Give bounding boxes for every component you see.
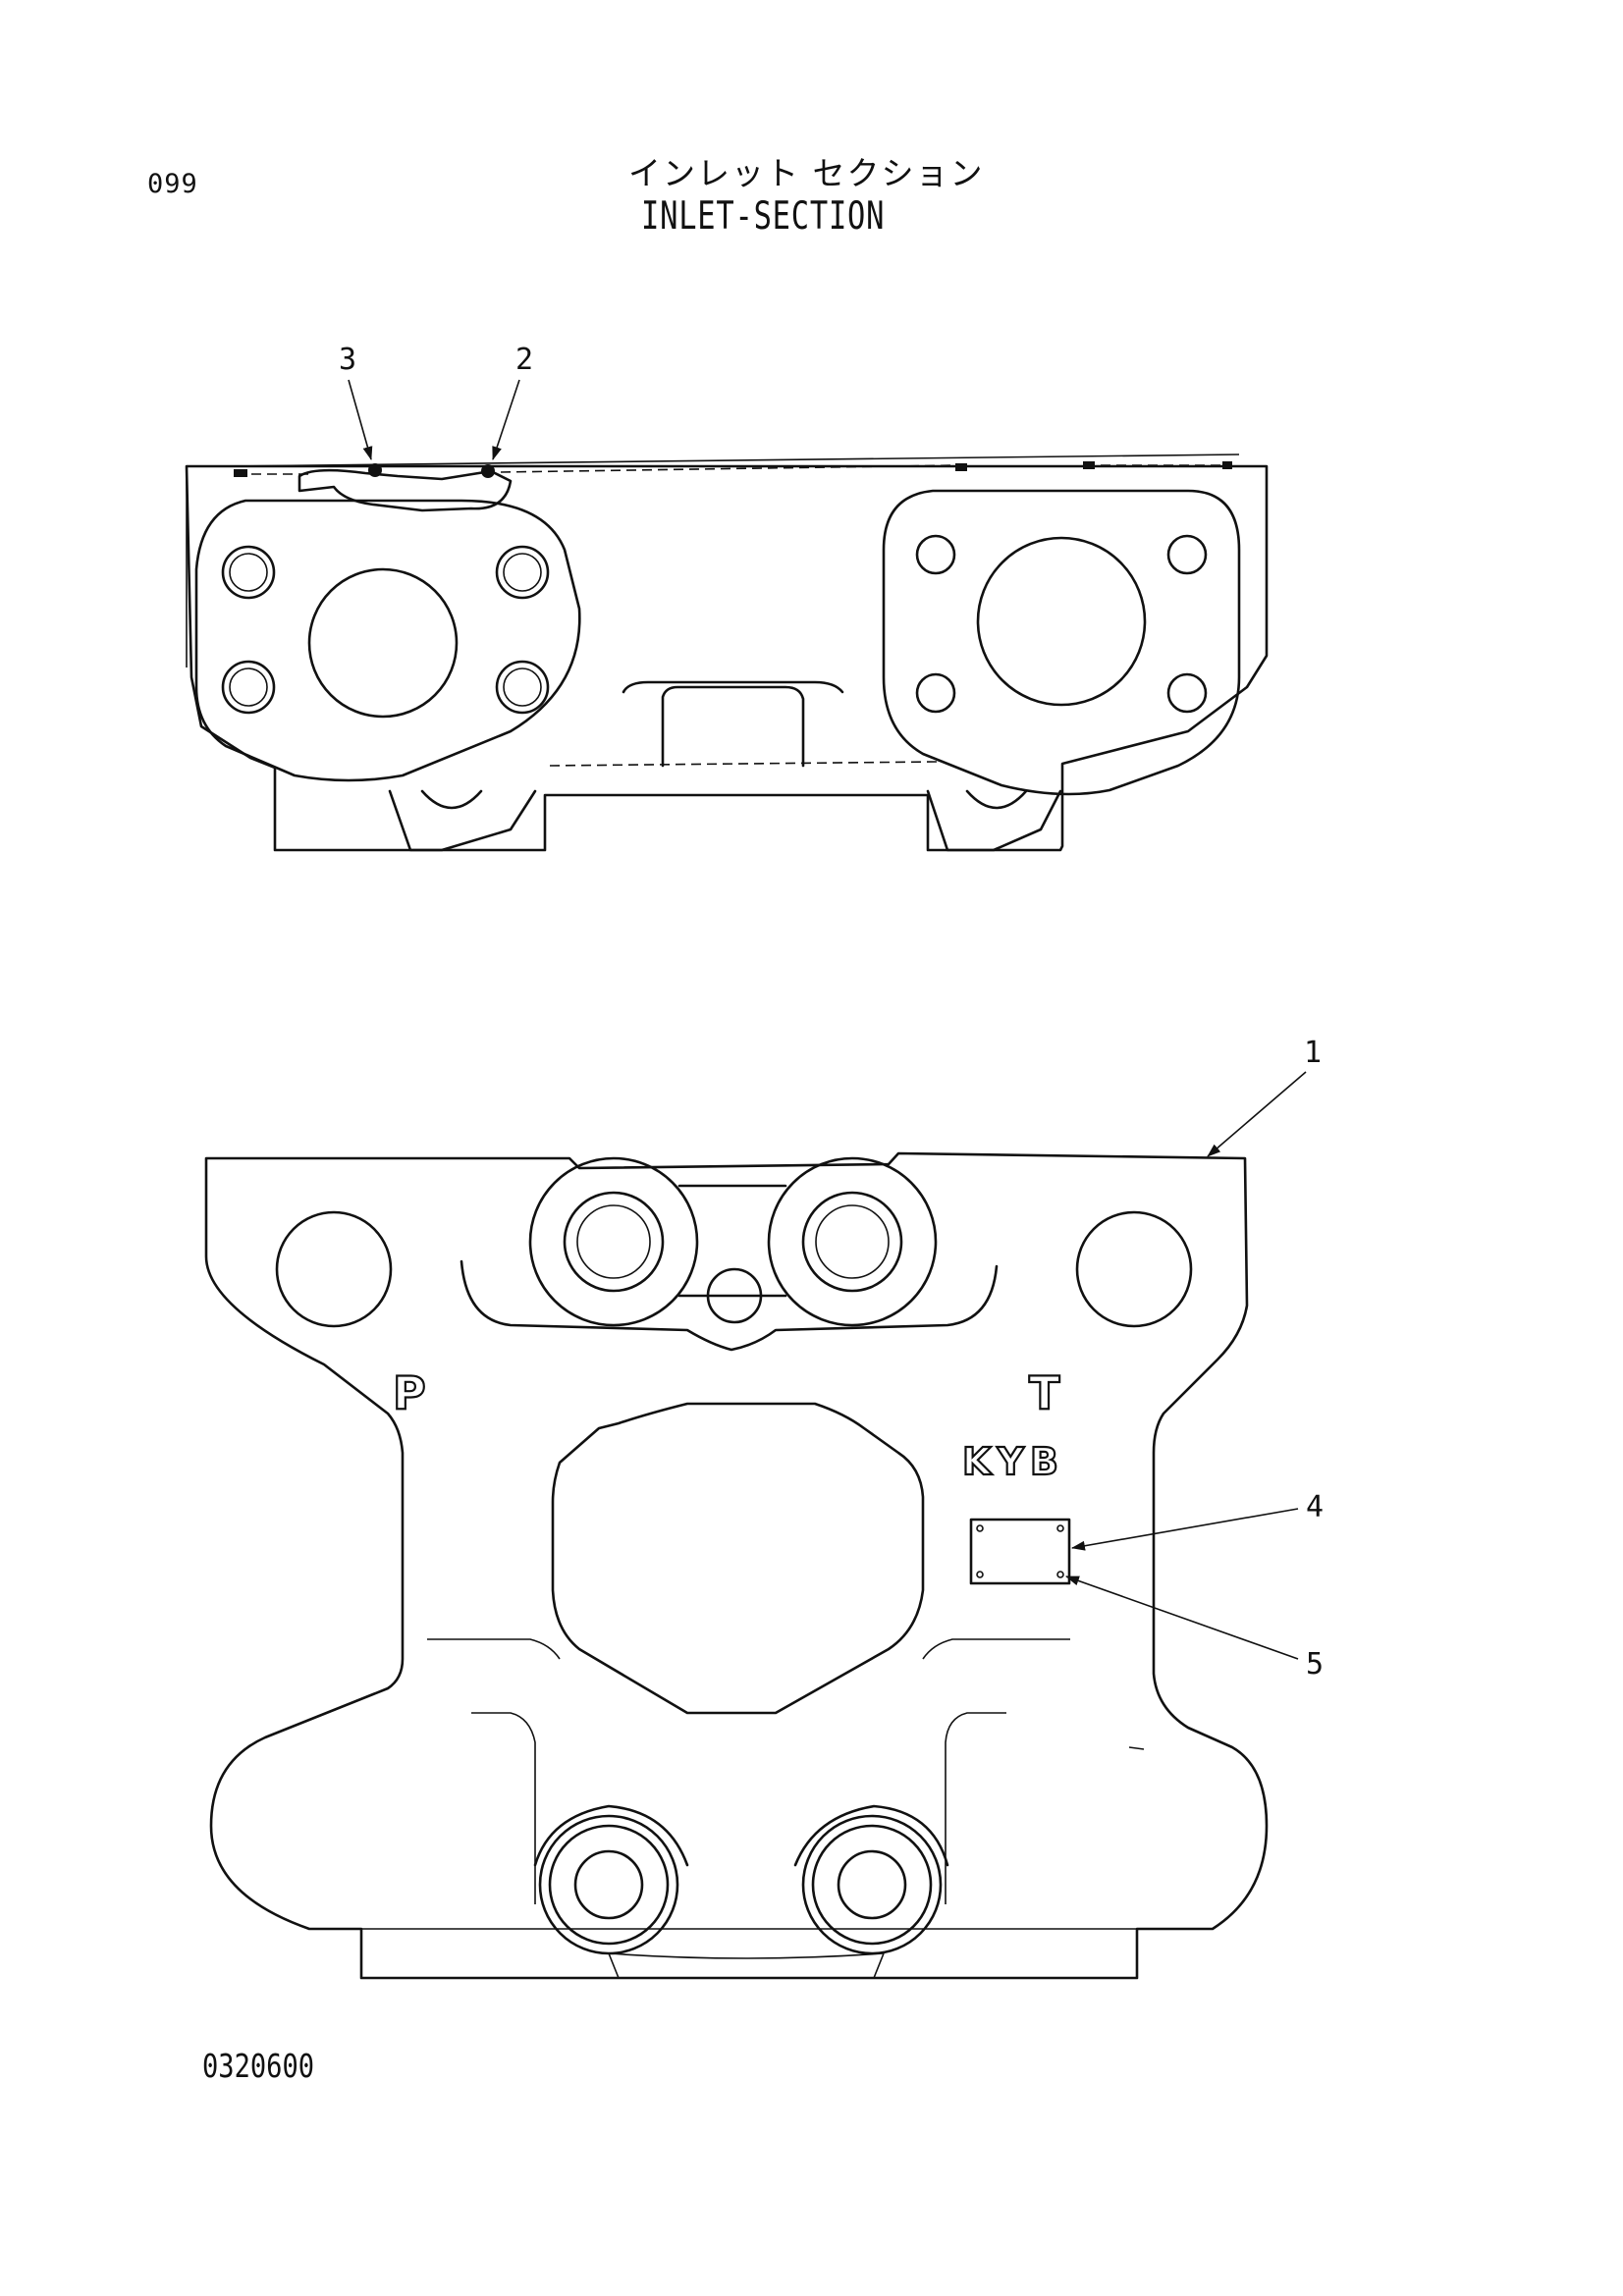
contour-left-foot (1128, 1746, 1145, 1750)
boss-ring-right-core (815, 1204, 890, 1279)
right-port-bore (976, 536, 1147, 707)
side-port-right (1075, 1210, 1193, 1328)
bolt-hole-icon (221, 545, 276, 600)
nameplate-rivet (976, 1524, 984, 1532)
callout-1-leader (1207, 1071, 1307, 1157)
bottom-boss-right-mid (811, 1824, 933, 1946)
nameplate-rivet (976, 1571, 984, 1578)
side-view-top-edge (233, 454, 1240, 467)
boss-ring-left-core (576, 1204, 651, 1279)
bottom-notch-left (420, 789, 483, 810)
boss-ring-left-outer (528, 1156, 699, 1327)
bottom-boss-right-outer (801, 1814, 943, 1955)
bottom-notch-right (965, 789, 1028, 810)
plan-view: P T KYB (204, 1151, 1269, 1980)
cutaway-notch (298, 468, 513, 512)
bottom-plate-divider-left (608, 1952, 620, 1979)
top-boss-frame (460, 1259, 999, 1352)
boss-ring-left-inner (563, 1191, 665, 1293)
bolt-hole-icon (1166, 672, 1208, 714)
bottom-foot-right (926, 789, 1062, 852)
bolt-hole-icon (915, 672, 956, 714)
plan-view-body-outline (204, 1151, 1269, 1980)
side-view (185, 454, 1269, 852)
callout-4-leader (1071, 1508, 1299, 1551)
o-ring-marker-2 (481, 464, 495, 478)
center-pilot-hole (706, 1267, 763, 1324)
bottom-boss-left-mid (548, 1824, 670, 1946)
seal-block-right-b (1222, 461, 1232, 469)
center-recess (551, 1402, 925, 1715)
pressure-port-mark: P (393, 1366, 426, 1419)
bottom-plate-divider-right (873, 1952, 885, 1979)
callouts: 3 2 1 4 5 (339, 343, 1324, 1682)
bottom-plate-curve (608, 1952, 885, 1959)
maker-logo: KYB (962, 1440, 1064, 1483)
bottom-boss-right-rim (793, 1804, 949, 1867)
left-port-bore (307, 567, 459, 719)
side-view-body-outline (185, 464, 1269, 852)
bolt-hole-icon (495, 660, 550, 715)
bolt-hole-icon (221, 660, 276, 715)
bolt-hole-icon (229, 553, 268, 592)
contour-left-lower (471, 1712, 536, 1904)
hidden-line-top-mid (500, 464, 958, 473)
contour-right-upper (922, 1638, 1070, 1660)
callout-5-leader (1065, 1575, 1299, 1660)
callout-1: 1 (1304, 1036, 1322, 1070)
callout-3-leader (348, 379, 373, 460)
seal-block-right-a (1083, 461, 1095, 469)
nameplate-rivet (1056, 1524, 1064, 1532)
side-port-left (275, 1210, 393, 1328)
bottom-boss-left-outer (538, 1814, 679, 1955)
boss-ring-right-inner (801, 1191, 903, 1293)
callout-5: 5 (1306, 1647, 1324, 1682)
page-number: 099 (147, 169, 198, 199)
tank-port-mark: T (1029, 1366, 1060, 1419)
bolt-hole-icon (503, 553, 542, 592)
page-title-japanese: インレット セクション (628, 154, 985, 192)
bottom-foot-left (388, 789, 537, 852)
bolt-hole-icon (495, 545, 550, 600)
hidden-line-bottom (549, 761, 939, 767)
drawing-code: 0320600 (202, 2047, 315, 2085)
left-flange-bolt-holes (221, 545, 550, 715)
right-flange-outline (882, 489, 1241, 796)
bolt-hole-icon (229, 667, 268, 707)
bottom-boss-left-rim (533, 1804, 689, 1867)
bottom-boss-right-inner (837, 1849, 907, 1920)
callout-2: 2 (515, 343, 533, 377)
center-boss (622, 680, 844, 768)
bolt-hole-icon (915, 534, 956, 575)
o-ring-marker-3 (368, 463, 382, 477)
boss-bridge (677, 1184, 787, 1298)
bottom-boss-left-inner (573, 1849, 644, 1920)
page-title: INLET-SECTION (641, 194, 886, 239)
boss-ring-right-outer (767, 1156, 938, 1327)
callout-2-leader (492, 379, 520, 460)
contour-left-upper (427, 1638, 561, 1660)
bolt-hole-icon (1166, 534, 1208, 575)
seal-block-mid (955, 463, 967, 471)
contour-right-lower (945, 1712, 1006, 1904)
bolt-hole-icon (503, 667, 542, 707)
callout-3: 3 (339, 343, 356, 377)
callout-4: 4 (1306, 1490, 1324, 1524)
nameplate-rivet (1056, 1571, 1064, 1578)
seal-block-left (234, 469, 247, 477)
nameplate (969, 1518, 1071, 1585)
left-flange-outline (194, 499, 581, 782)
right-flange-bolt-holes (915, 534, 1208, 714)
